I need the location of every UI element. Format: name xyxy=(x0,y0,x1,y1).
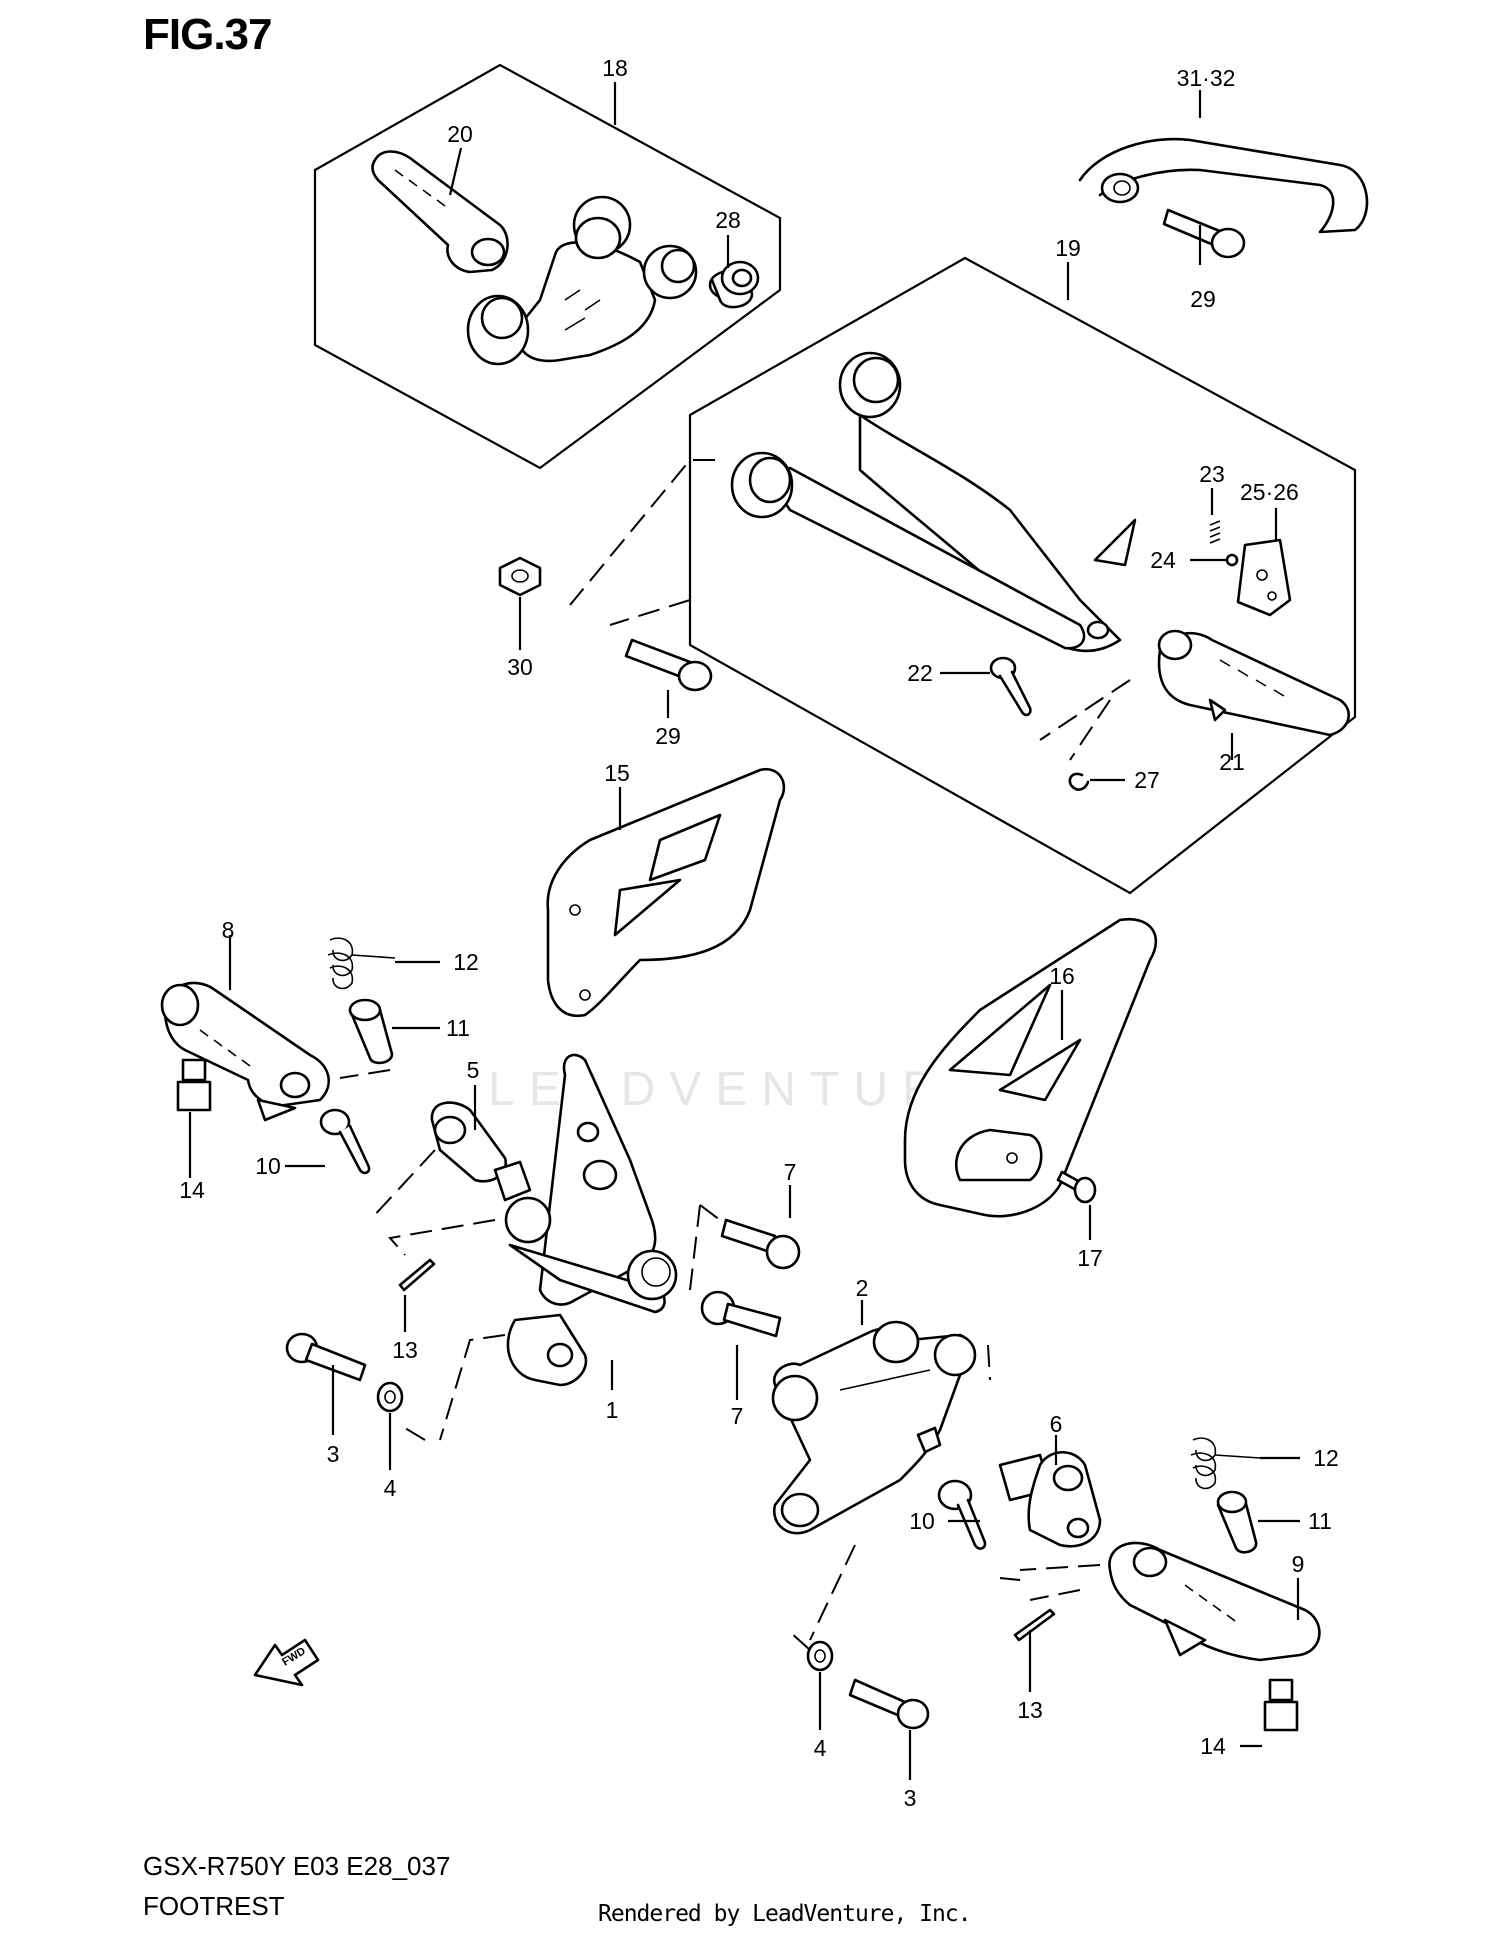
nut-30-drawing xyxy=(498,556,542,597)
callout-19: 19 xyxy=(1055,235,1081,261)
section-name: FOOTREST xyxy=(143,1891,285,1921)
footpeg-8-drawing xyxy=(160,981,330,1122)
plate-25-26-drawing xyxy=(1236,538,1292,617)
assembly-dashed-lines xyxy=(339,459,1131,1651)
pin-22-drawing xyxy=(989,656,1032,717)
bolt-29-upper-drawing xyxy=(1162,208,1246,259)
callout-11-left: 11 xyxy=(446,1015,470,1041)
pin-10-right-drawing xyxy=(937,1479,987,1550)
adjuster-14-right-drawing xyxy=(1263,1678,1299,1732)
callout-16: 16 xyxy=(1049,963,1075,989)
callout-15: 15 xyxy=(604,760,630,786)
callout-23: 23 xyxy=(1199,461,1225,487)
pin-10-left-drawing xyxy=(319,1108,371,1175)
callout-24: 24 xyxy=(1150,547,1176,573)
detent-spring-23-drawing xyxy=(1209,520,1221,544)
callout-28: 28 xyxy=(715,207,741,233)
model-code: GSX-R750Y E03 E28_037 xyxy=(143,1851,451,1881)
spring-12-right-drawing xyxy=(1190,1437,1261,1490)
peg-mount-6-drawing xyxy=(998,1451,1102,1548)
footpeg-9-drawing xyxy=(1108,1541,1321,1662)
assembly-box-18 xyxy=(313,63,782,470)
callout-10-right: 10 xyxy=(909,1508,935,1534)
adjuster-14-left-drawing xyxy=(176,1058,212,1112)
callout-labels: 18 20 28 31·32 29 19 23 25·26 24 22 21 2… xyxy=(179,55,1339,1811)
render-credit: Rendered by LeadVenture, Inc. xyxy=(598,1901,972,1927)
washer-4-right-drawing xyxy=(806,1640,834,1672)
callout-1: 1 xyxy=(606,1397,619,1423)
callout-25-26: 25·26 xyxy=(1240,479,1299,505)
callout-3-right: 3 xyxy=(904,1785,917,1811)
peg-mount-5-drawing xyxy=(430,1101,532,1202)
callout-7-upper: 7 xyxy=(784,1159,797,1185)
callout-29-lower: 29 xyxy=(655,723,681,749)
callout-21: 21 xyxy=(1219,749,1245,775)
callout-5: 5 xyxy=(467,1057,480,1083)
callout-2: 2 xyxy=(856,1275,869,1301)
leader-lines xyxy=(188,82,1300,1780)
bushing-11-left-drawing xyxy=(348,998,394,1065)
callout-27: 27 xyxy=(1134,767,1160,793)
callout-3-left: 3 xyxy=(327,1441,340,1467)
callout-8: 8 xyxy=(222,917,235,943)
callout-7-lower: 7 xyxy=(731,1403,744,1429)
bolt-3-left-drawing xyxy=(285,1332,367,1382)
callout-20: 20 xyxy=(447,121,473,147)
callout-13-right: 13 xyxy=(1017,1697,1043,1723)
callout-12-left: 12 xyxy=(453,949,479,975)
callout-4-left: 4 xyxy=(384,1475,397,1501)
heel-guard-15-drawing xyxy=(546,767,786,1018)
bolt-29-lower-drawing xyxy=(624,638,713,692)
cotter-pin-13-left-drawing xyxy=(398,1258,436,1292)
assembly-box-19 xyxy=(688,256,1357,895)
bushing-11-right-drawing xyxy=(1216,1490,1258,1554)
callout-11-right: 11 xyxy=(1308,1508,1332,1534)
callout-12-right: 12 xyxy=(1313,1445,1339,1471)
callout-14-left: 14 xyxy=(179,1177,205,1203)
spring-12-left-drawing xyxy=(327,937,396,990)
heel-guard-16-drawing xyxy=(903,917,1158,1218)
footpeg-20-drawing xyxy=(371,150,509,274)
screw-17-drawing xyxy=(1056,1170,1097,1204)
bushing-28-drawing xyxy=(708,260,760,309)
bolt-7-upper-drawing xyxy=(720,1218,801,1270)
callout-22: 22 xyxy=(907,660,933,686)
callout-30: 30 xyxy=(507,654,533,680)
fwd-arrow-icon: FWD xyxy=(253,1638,320,1687)
grab-handle-31-32-drawing xyxy=(1078,137,1369,234)
bolt-7-lower-drawing xyxy=(700,1290,782,1338)
figure-title: FIG.37 xyxy=(143,10,272,59)
rear-bracket-drawing xyxy=(466,195,698,366)
callout-29-upper: 29 xyxy=(1190,286,1216,312)
callout-10-left: 10 xyxy=(255,1153,281,1179)
footrest-bracket-1-drawing xyxy=(504,1053,678,1387)
rear-footrest-bracket-drawing xyxy=(730,351,1137,653)
footrest-bracket-2-drawing xyxy=(771,1320,977,1535)
callout-4-right: 4 xyxy=(814,1735,827,1761)
callout-31-32: 31·32 xyxy=(1177,65,1236,91)
e-clip-27-drawing xyxy=(1068,772,1090,791)
cotter-pin-13-right-drawing xyxy=(1013,1608,1056,1642)
callout-18: 18 xyxy=(602,55,628,81)
ball-24-drawing xyxy=(1225,553,1239,567)
bolt-3-right-drawing xyxy=(848,1678,930,1730)
callout-6: 6 xyxy=(1050,1411,1063,1437)
callout-13-left: 13 xyxy=(392,1337,418,1363)
callout-17: 17 xyxy=(1077,1245,1103,1271)
callout-9: 9 xyxy=(1292,1551,1305,1577)
callout-14-right: 14 xyxy=(1200,1733,1226,1759)
washer-4-left-drawing xyxy=(376,1381,404,1413)
footpeg-21-drawing xyxy=(1157,629,1350,737)
